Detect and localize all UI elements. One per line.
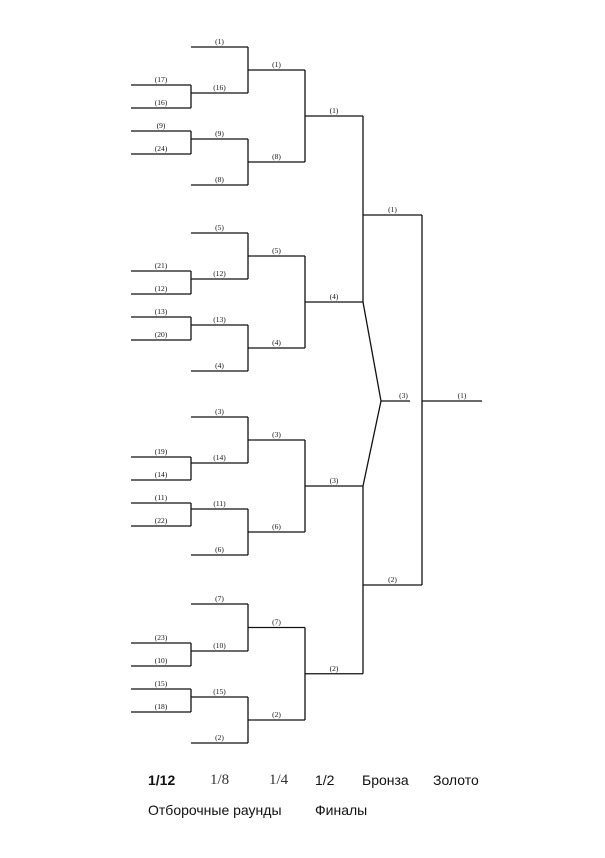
seed-label: (23) xyxy=(155,633,168,642)
round-label-bronze: Бронза xyxy=(362,772,409,788)
seed-label: (11) xyxy=(155,493,168,502)
section-label-qualifying: Отборочные раунды xyxy=(148,802,282,818)
seed-label: (5) xyxy=(272,246,281,255)
bronze-winner-label: (3) xyxy=(399,391,408,400)
seed-label: (21) xyxy=(155,261,168,270)
seed-label: (18) xyxy=(155,702,168,711)
seed-label: (2) xyxy=(330,664,339,673)
seed-label: (14) xyxy=(213,453,226,462)
round-label-gold: Золото xyxy=(433,772,479,788)
seed-label: (3) xyxy=(330,476,339,485)
seed-label: (12) xyxy=(155,284,168,293)
seed-label: (2) xyxy=(272,710,281,719)
champion-label: (1) xyxy=(458,391,467,400)
round-label-1-2: 1/2 xyxy=(315,772,335,788)
seed-label: (6) xyxy=(215,545,224,554)
round-label-1-12: 1/12 xyxy=(148,772,176,788)
seed-label: (16) xyxy=(213,83,226,92)
seed-label: (4) xyxy=(330,292,339,301)
seed-label: (10) xyxy=(213,641,226,650)
seed-label: (4) xyxy=(215,361,224,370)
seed-label: (15) xyxy=(213,687,226,696)
seed-label: (7) xyxy=(272,618,281,627)
seed-label: (14) xyxy=(155,470,168,479)
seed-label: (3) xyxy=(272,430,281,439)
seed-label: (13) xyxy=(213,315,226,324)
seed-label: (22) xyxy=(155,516,168,525)
seed-label: (1) xyxy=(330,106,339,115)
seed-label: (15) xyxy=(155,679,168,688)
seed-label: (8) xyxy=(215,175,224,184)
seed-label: (19) xyxy=(155,447,168,456)
seed-label: (1) xyxy=(388,205,397,214)
seed-label: (3) xyxy=(215,407,224,416)
seed-label: (6) xyxy=(272,522,281,531)
seed-label: (12) xyxy=(213,269,226,278)
seed-label: (2) xyxy=(388,575,397,584)
section-label-finals: Финалы xyxy=(315,802,368,818)
bronze-connector xyxy=(362,400,382,487)
seed-label: (5) xyxy=(215,223,224,232)
seed-label: (20) xyxy=(155,330,168,339)
seed-label: (11) xyxy=(213,499,226,508)
round-label-1-8: 1/8 xyxy=(210,772,230,788)
seed-label: (16) xyxy=(155,98,168,107)
seed-label: (17) xyxy=(155,75,168,84)
seed-label: (24) xyxy=(155,144,168,153)
seed-label: (4) xyxy=(272,338,281,347)
seed-label: (10) xyxy=(155,656,168,665)
seed-label: (1) xyxy=(215,37,224,46)
round-label-1-4: 1/4 xyxy=(269,772,289,788)
seed-label: (1) xyxy=(272,60,281,69)
seed-label: (7) xyxy=(215,594,224,603)
seed-label: (2) xyxy=(215,733,224,742)
seed-label: (9) xyxy=(215,129,224,138)
seed-label: (9) xyxy=(157,121,166,130)
seed-label: (13) xyxy=(155,307,168,316)
seed-label: (8) xyxy=(272,152,281,161)
bronze-connector xyxy=(362,301,382,402)
